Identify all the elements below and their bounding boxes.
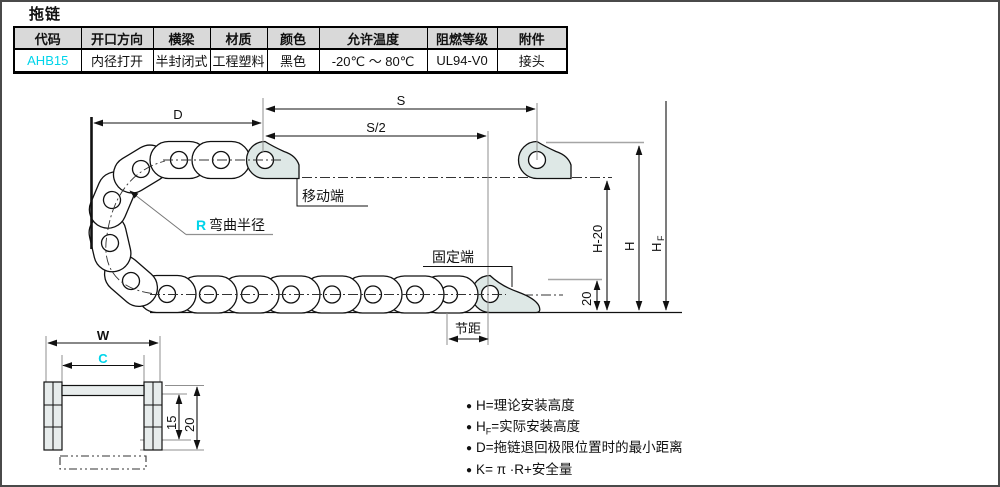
cell-temperature: -20℃ ～ 80℃ — [318, 48, 428, 73]
fixed-end-label: 固定端 — [432, 249, 474, 265]
note-d: ●D=拖链退回极限位置时的最小距离 — [466, 440, 683, 456]
note-h: ●H=理论安装高度 — [466, 398, 575, 413]
cross-section-view — [43, 381, 163, 470]
cell-flame-rating: UL94-V0 — [426, 48, 498, 73]
dim-20-offset-label: 20 — [579, 292, 594, 306]
note-hf: ●HF=实际安装高度 — [466, 419, 581, 437]
bullet-icon: ● — [466, 443, 473, 455]
col-header-accessory: 附件 — [496, 26, 568, 50]
cell-opening: 内径打开 — [80, 48, 154, 73]
dim-C-label: C — [98, 351, 108, 366]
dim-S-label: S — [397, 93, 406, 108]
dim-20cs-label: 20 — [182, 418, 197, 432]
fixed-end-bracket — [470, 274, 541, 314]
pitch-label: 节距 — [455, 321, 481, 336]
dim-H20-label: H-20 — [590, 225, 605, 253]
footnotes: ●H=理论安装高度 ●HF=实际安装高度 ●D=拖链退回极限位置时的最小距离 ●… — [466, 398, 683, 483]
cell-material: 工程塑料 — [209, 48, 268, 73]
dim-HF-label: H — [649, 243, 664, 252]
dimension-lines — [47, 101, 670, 450]
dim-S2-label: S/2 — [366, 120, 386, 135]
dim-W-label: W — [97, 328, 110, 343]
col-header-code: 代码 — [13, 26, 82, 50]
spec-table-header-row: 代码 开口方向 横梁 材质 颜色 允许温度 阻燃等级 附件 — [13, 26, 568, 50]
dim-H-label: H — [622, 242, 637, 251]
chain-link — [137, 274, 197, 314]
bullet-icon: ● — [466, 422, 473, 434]
cell-crossbar: 半封闭式 — [152, 48, 211, 73]
cell-accessory: 接头 — [496, 48, 568, 73]
col-header-temperature: 允许温度 — [318, 26, 428, 50]
travel-limit-bracket — [517, 140, 572, 180]
note-k: ●K= π ·R+安全量 — [466, 461, 573, 477]
chain-centerlines — [105, 159, 506, 295]
col-header-color: 颜色 — [266, 26, 320, 50]
extension-lines — [45, 98, 644, 451]
col-header-opening: 开口方向 — [80, 26, 154, 50]
dim-D-label: D — [173, 107, 182, 122]
chain-link — [149, 140, 209, 180]
cross-section-ghost-outline — [59, 455, 147, 470]
dim-15-label: 15 — [164, 416, 179, 430]
bend-radius-text-label: 弯曲半径 — [209, 217, 265, 233]
moving-end-label: 移动端 — [302, 188, 344, 204]
bullet-icon: ● — [466, 464, 473, 476]
bend-radius-R-label: R — [196, 217, 206, 233]
bullet-icon: ● — [466, 401, 473, 412]
cell-color: 黑色 — [266, 48, 320, 73]
part-code-link[interactable]: AHB15 — [13, 48, 82, 73]
leader-lines — [129, 179, 513, 287]
page-title: 拖链 — [29, 6, 62, 23]
col-header-crossbar: 横梁 — [152, 26, 211, 50]
dim-HF-subscript: F — [656, 235, 666, 241]
spec-table: 代码 开口方向 横梁 材质 颜色 允许温度 阻燃等级 附件 AHB15 内径打开… — [13, 26, 569, 74]
col-header-material: 材质 — [209, 26, 268, 50]
spec-table-data-row: AHB15 内径打开 半封闭式 工程塑料 黑色 -20℃ ～ 80℃ UL94-… — [13, 48, 568, 73]
